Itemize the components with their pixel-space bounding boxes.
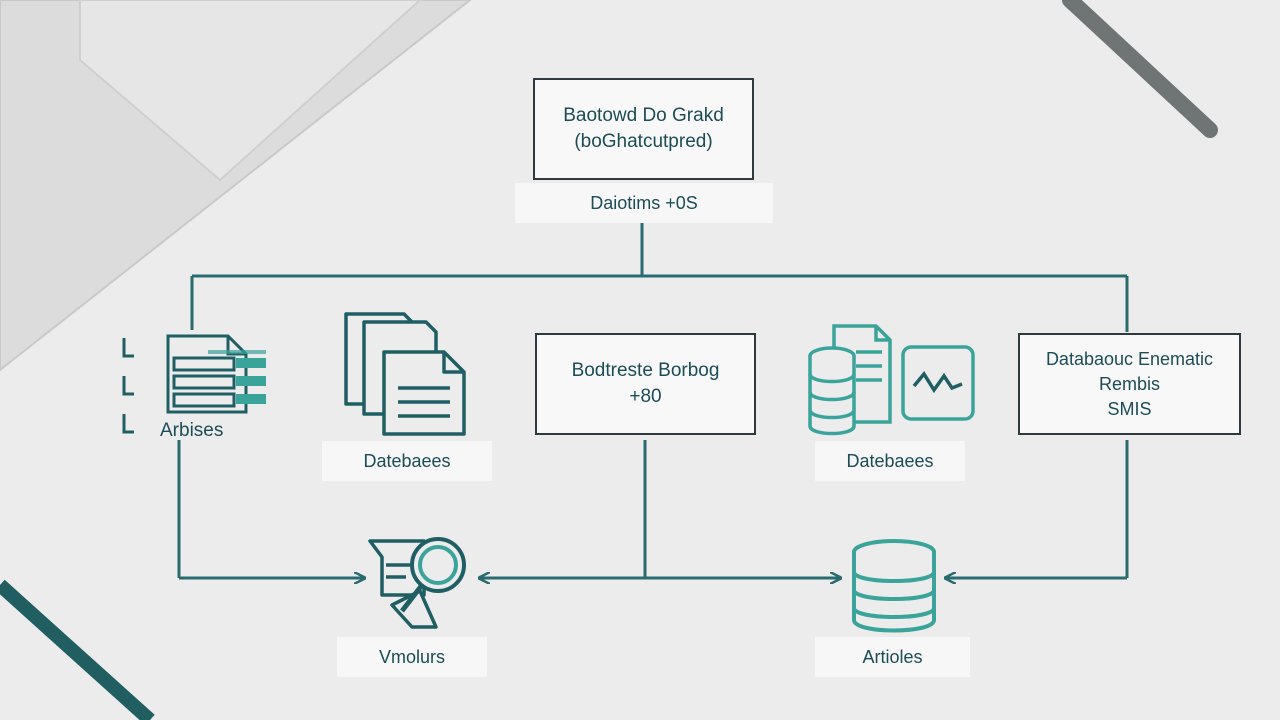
- center-node-subtitle: +80: [629, 386, 662, 407]
- right-node-subtitle: Rembis: [1098, 373, 1160, 394]
- laptop-trackpad: [79, 0, 422, 182]
- left-group-label: Arbises: [160, 420, 224, 441]
- top-tag: Daiotims +0S: [515, 183, 773, 223]
- docs-group-label: Datebaees: [363, 450, 451, 471]
- top-node: Baotowd Do Grakd (boGhatcutpred): [533, 78, 754, 180]
- search-tools-icon: [368, 537, 466, 629]
- document-stack-icon: [344, 312, 466, 436]
- right-node-title: Databaouc Enematic: [1045, 348, 1214, 369]
- spreadsheet-list-icon: [122, 334, 266, 434]
- database-icon: [852, 539, 936, 633]
- top-tag-label: Daiotims +0S: [590, 192, 698, 213]
- center-node: Bodtreste Borbog +80: [535, 333, 756, 435]
- database-document-icon: [808, 324, 892, 436]
- db-doc-group-label: Datebaees: [846, 450, 934, 471]
- pen-bottom-left: [0, 579, 155, 720]
- db-doc-group-chip: Datebaees: [815, 441, 965, 481]
- right-node: Databaouc Enematic Rembis SMIS: [1018, 333, 1241, 435]
- right-node-caption: SMIS: [1107, 398, 1152, 419]
- top-node-subtitle: (boGhatcutpred): [574, 131, 713, 152]
- center-node-title: Bodtreste Borbog: [571, 360, 720, 381]
- docs-group-chip: Datebaees: [322, 441, 492, 481]
- pen-top-right: [1062, 0, 1218, 138]
- bottom-left-chip: Vmolurs: [337, 637, 487, 677]
- monitor-chart-icon: [901, 345, 975, 421]
- bottom-right-label: Artioles: [862, 646, 923, 667]
- bottom-left-label: Vmolurs: [378, 646, 445, 667]
- top-node-title: Baotowd Do Grakd: [563, 105, 724, 126]
- bottom-right-chip: Artioles: [815, 637, 970, 677]
